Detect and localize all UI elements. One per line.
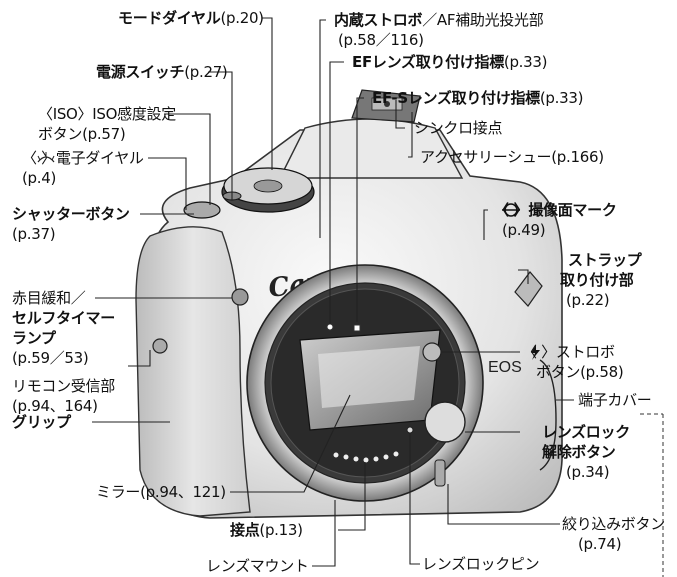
label-text: セルフタイマー: [12, 309, 115, 327]
lens-release-shape: [424, 401, 466, 443]
label-main-dial-ref: (p.4): [22, 168, 56, 188]
label-iso-button: 〈ISO〉ISO感度設定: [38, 104, 176, 124]
page-ref: (p.94、164): [12, 397, 98, 415]
label-strap-ref: (p.22): [566, 290, 610, 310]
label-shutter-button-ref: (p.37): [12, 224, 56, 244]
label-text: モードダイヤル: [118, 9, 221, 27]
label-self-timer: セルフタイマー: [12, 308, 115, 328]
label-text: 内蔵ストロボ: [334, 11, 423, 29]
page-ref: (p.20): [220, 9, 264, 27]
label-text: 取り付け部: [560, 271, 634, 289]
label-text: アクセサリーシュー(p.166): [420, 148, 604, 166]
label-focal-plane: 〈 〉撮像面マーク: [494, 200, 617, 220]
grip: [135, 226, 251, 517]
label-text: 〈 〉電子ダイヤル: [22, 149, 144, 167]
label-text: レンズロックピン: [422, 555, 540, 573]
label-text: ミラー(p.94、121): [96, 483, 226, 501]
label-text: 赤目緩和／: [12, 289, 86, 307]
contacts-shape: [333, 451, 399, 463]
label-lens-mount: レンズマウント: [206, 556, 309, 576]
label-text: 絞り込みボタン: [562, 515, 665, 533]
label-text: 端子カバー: [578, 391, 652, 409]
page-ref: (p.59／53): [12, 349, 89, 367]
page-ref: (p.22): [566, 291, 610, 309]
dof-preview-shape: [434, 459, 446, 487]
label-efs-index: EF-Sレンズ取り付け指標(p.33): [372, 88, 583, 108]
flash-button-shape: [422, 342, 442, 362]
label-flash-button-2: ボタン(p.58): [536, 362, 624, 382]
label-red-eye-ref: (p.59／53): [12, 348, 89, 368]
shutter-button-shape: [183, 201, 221, 219]
label-remote-sensor: リモコン受信部: [12, 376, 115, 396]
page-ref: (p.37): [12, 225, 56, 243]
label-focal-plane-ref: (p.49): [502, 220, 546, 240]
page-ref: (p.4): [22, 169, 57, 187]
label-text: 解除ボタン: [542, 443, 616, 461]
label-hot-shoe: アクセサリーシュー(p.166): [420, 147, 604, 167]
label-text: ランプ: [12, 329, 56, 347]
strap-lug: [514, 271, 543, 307]
page-ref: (p.33): [503, 53, 548, 71]
page-ref: (p.13): [259, 521, 303, 539]
label-text: シャッターボタン: [12, 205, 130, 223]
label-text: グリップ: [12, 413, 71, 431]
label-text: ボタン(p.58): [536, 363, 624, 381]
label-text: 〈 〉撮像面マーク: [494, 201, 617, 219]
label-grip: グリップ: [12, 412, 71, 432]
label-text: ボタン(p.57): [38, 125, 126, 143]
label-iso-button-2: ボタン(p.57): [38, 124, 126, 144]
leader-lines: [92, 17, 574, 567]
label-terminal-cover: 端子カバー: [578, 390, 652, 410]
label-text: リモコン受信部: [12, 377, 115, 395]
page-ref: (p.74): [578, 535, 622, 553]
page-ref: (p.34): [566, 463, 610, 481]
label-main-dial: 〈 〉電子ダイヤル: [22, 148, 144, 168]
label-text: 電源スイッチ: [96, 63, 185, 81]
terminal-cover: [539, 359, 557, 471]
label-dof-preview-ref: (p.74): [578, 534, 622, 554]
camera-model: EOS: [488, 359, 522, 376]
label-builtin-flash-ref: (p.58／116): [338, 30, 424, 50]
label-red-eye: 赤目緩和／: [12, 288, 86, 308]
label-lens-release-1: レンズロック: [542, 422, 630, 442]
label-text: シンクロ接点: [414, 119, 503, 137]
label-text: ストラップ: [568, 251, 642, 269]
label-dof-preview: 絞り込みボタン: [562, 514, 665, 534]
page-ref: (p.58／116): [338, 31, 424, 49]
red-eye-lamp: [231, 288, 249, 306]
label-strap-1: ストラップ: [568, 250, 642, 270]
remote-sensor: [152, 338, 168, 354]
label-lens-release-2: 解除ボタン: [542, 442, 616, 462]
label-flash-sync: シンクロ接点: [414, 118, 503, 138]
label-text: 〈 〉ストロボ: [522, 343, 615, 361]
label-lock-pin: レンズロックピン: [422, 554, 540, 574]
label-text: ISO感度設定: [92, 105, 176, 123]
label-mode-dial: モードダイヤル(p.20): [118, 8, 264, 28]
page-ref: (p.27): [184, 63, 228, 81]
label-text: レンズマウント: [206, 557, 309, 575]
label-contacts: 接点(p.13): [230, 520, 303, 540]
label-shutter-button: シャッターボタン: [12, 204, 130, 224]
label-lamp: ランプ: [12, 328, 56, 348]
page-ref: (p.49): [502, 221, 546, 239]
label-power-switch: 電源スイッチ(p.27): [96, 62, 228, 82]
label-text: 接点: [230, 521, 260, 539]
label-text: EF-Sレンズ取り付け指標: [372, 89, 540, 107]
page-ref: (p.33): [539, 89, 584, 107]
label-text: ／AF補助光投光部: [422, 11, 544, 29]
label-builtin-flash: 内蔵ストロボ／AF補助光投光部: [334, 10, 544, 30]
label-text: EFレンズ取り付け指標: [352, 53, 504, 71]
label-text: レンズロック: [542, 423, 630, 441]
label-lens-release-ref: (p.34): [566, 462, 610, 482]
label-mirror: ミラー(p.94、121): [96, 482, 226, 502]
label-strap-2: 取り付け部: [560, 270, 634, 290]
label-remote-sensor-ref: (p.94、164): [12, 396, 98, 416]
label-ef-index: EFレンズ取り付け指標(p.33): [352, 52, 547, 72]
iso-icon-text: 〈ISO〉: [38, 105, 93, 123]
label-flash-button: 〈 〉ストロボ: [522, 342, 615, 362]
